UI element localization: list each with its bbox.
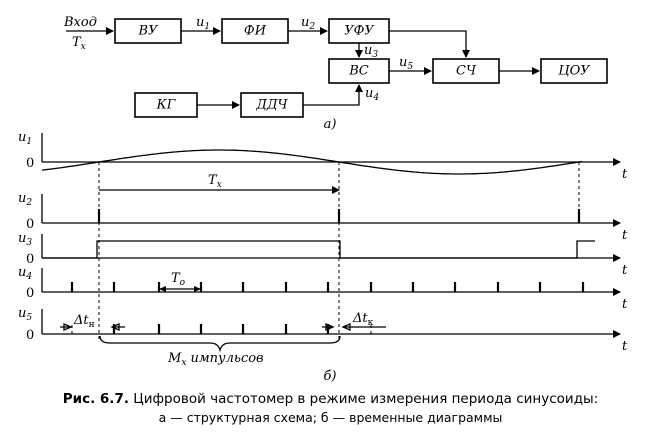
- part-a-label: а): [324, 117, 337, 132]
- block-tsou-label: ЦОУ: [558, 64, 591, 79]
- input-label: Вход: [63, 15, 97, 30]
- mx-brace: Mx импульсов: [99, 335, 341, 368]
- sinusoid-u1: [41, 149, 583, 175]
- to-dimension: To: [159, 271, 201, 292]
- row-5-zero: 0: [26, 328, 34, 343]
- arrow-ddch-vs: [303, 84, 363, 106]
- signal-u3-label: u3: [364, 43, 378, 60]
- block-fi-label: ФИ: [244, 24, 267, 39]
- block-vu-label: ВУ: [138, 24, 160, 39]
- block-ddch-label: ДДЧ: [255, 98, 288, 113]
- dtk-left-arrow: [322, 323, 335, 331]
- block-tsou: [540, 58, 608, 84]
- row-3-label: u3: [18, 231, 32, 248]
- row-4-zero: 0: [26, 286, 34, 301]
- signal-u2-label: u2: [301, 15, 315, 32]
- row-3-t-label: t: [622, 263, 628, 278]
- caption-text-1: Цифровой частотомер в режиме измерения п…: [128, 391, 599, 407]
- to-label: To: [171, 271, 186, 288]
- mx-label: Mx импульсов: [167, 351, 264, 368]
- row-2-label: u2: [18, 191, 32, 208]
- block-vs-label: ВС: [348, 64, 369, 79]
- row-2-t-label: t: [622, 228, 628, 243]
- dtk-right-arrow: [341, 323, 386, 331]
- part-b-label: б): [323, 369, 336, 384]
- row-1-t-label: t: [622, 167, 628, 182]
- caption-fig-number: Рис. 6.7.: [62, 391, 129, 407]
- caption-line-2: а — структурная схема; б — временные диа…: [158, 410, 503, 425]
- row-3-zero: 0: [26, 252, 34, 267]
- dtn-dimension: Δtн: [60, 313, 125, 331]
- row-2-zero: 0: [26, 217, 34, 232]
- tx-label: Tx: [208, 173, 222, 190]
- figure-canvas: Вход Tx ВУ ФИ УФУ ВС СЧ ЦОУ КГ ДДЧ u1 u2…: [18, 15, 628, 384]
- dtn-label: Δtн: [73, 313, 95, 330]
- row-1-label: u1: [18, 130, 32, 147]
- block-fi: [221, 18, 289, 44]
- dtk-label: Δtк: [352, 311, 374, 328]
- caption-line-1: Рис. 6.7. Цифровой частотомер в режиме и…: [0, 391, 661, 407]
- row-5-t-label: t: [622, 339, 628, 354]
- block-diagram: Вход Tx ВУ ФИ УФУ ВС СЧ ЦОУ КГ ДДЧ u1 u2…: [63, 15, 608, 132]
- row-4-t-label: t: [622, 297, 628, 312]
- dtn-right-arrow: [110, 323, 125, 331]
- tx-dimension: Tx: [99, 173, 340, 194]
- row-1-zero: 0: [26, 156, 34, 171]
- block-ufu-label: УФУ: [344, 24, 375, 39]
- row-4-label: u4: [18, 265, 32, 282]
- signal-u4-label: u4: [365, 86, 379, 103]
- dtk-dimension: Δtк: [322, 311, 386, 331]
- signal-u1-label: u1: [196, 15, 210, 32]
- input-param: Tx: [72, 35, 86, 52]
- block-kg-label: КГ: [156, 98, 176, 113]
- block-sch-label: СЧ: [456, 64, 477, 79]
- row-5-label: u5: [18, 306, 32, 323]
- u3-gate-waveform: [42, 240, 595, 259]
- dtn-left-arrow: [60, 323, 73, 331]
- arrow-ufu-sch: [389, 30, 470, 58]
- mx-brace-path: [99, 335, 341, 353]
- signal-u5-label: u5: [399, 55, 413, 72]
